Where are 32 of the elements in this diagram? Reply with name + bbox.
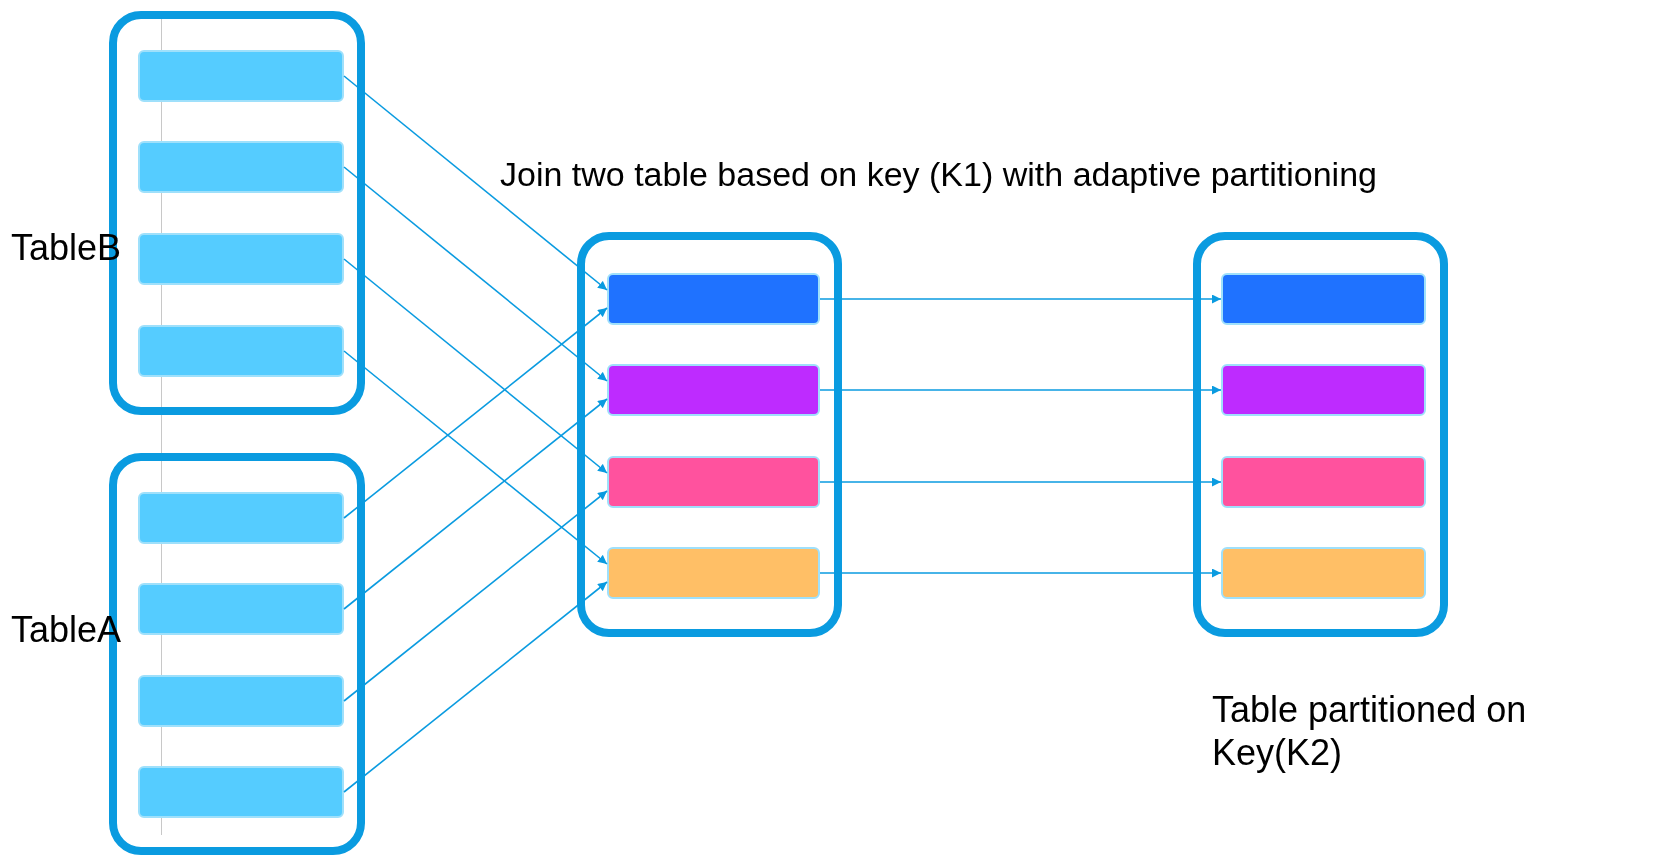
arrow xyxy=(819,385,1222,395)
partition-block xyxy=(138,583,344,635)
arrow xyxy=(343,258,608,474)
partition-block xyxy=(138,325,344,377)
arrow xyxy=(343,398,608,610)
partition-block xyxy=(138,766,344,818)
arrow xyxy=(343,307,608,519)
partition-block xyxy=(138,50,344,102)
arrow xyxy=(819,568,1222,578)
arrow xyxy=(343,350,608,565)
arrow xyxy=(819,294,1222,304)
partition-block xyxy=(607,364,820,416)
arrow xyxy=(819,477,1222,487)
partition-block xyxy=(138,233,344,285)
partition-block xyxy=(607,547,820,599)
partition-block xyxy=(138,141,344,193)
arrow xyxy=(343,75,608,291)
arrow xyxy=(343,490,608,702)
arrow xyxy=(343,581,608,793)
partition-block xyxy=(607,456,820,508)
partition-block xyxy=(1221,273,1426,325)
diagram-title: Join two table based on key (K1) with adaptive partitioning xyxy=(500,154,1377,195)
partition-block xyxy=(607,273,820,325)
table-container xyxy=(1193,232,1448,637)
partition-block xyxy=(138,675,344,727)
partition-block xyxy=(1221,364,1426,416)
partition-block xyxy=(1221,456,1426,508)
table-label: Table partitioned on Key(K2) xyxy=(1212,688,1528,775)
partition-block xyxy=(138,492,344,544)
table-container xyxy=(577,232,842,637)
partition-block xyxy=(1221,547,1426,599)
arrow xyxy=(343,166,608,382)
